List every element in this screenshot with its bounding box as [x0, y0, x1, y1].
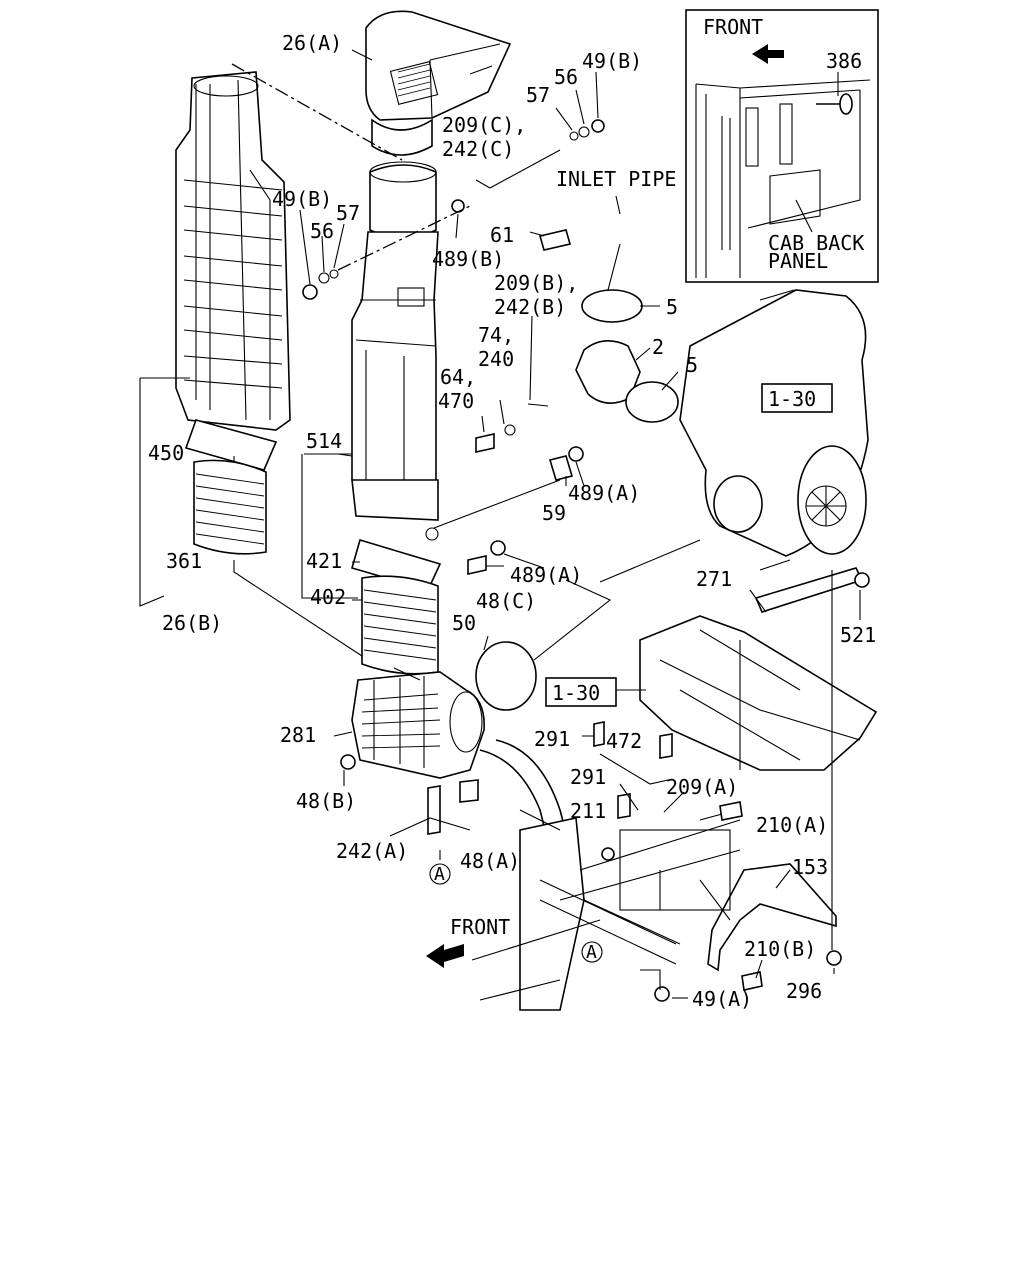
- ref-box-1-30-top: [761, 383, 833, 413]
- callout-209c: 209(C),: [442, 113, 526, 137]
- callout-48c: 48(C): [476, 589, 536, 613]
- inset-panel-label: PANEL: [768, 249, 828, 273]
- callout-ref-a-left: A: [434, 864, 445, 885]
- bracket-271: [754, 567, 864, 613]
- callout-521: 521: [840, 623, 876, 647]
- callout-48b: 48(B): [296, 789, 356, 813]
- callout-240: 240: [478, 347, 514, 371]
- callout-421: 421: [306, 549, 342, 573]
- callout-489b: 489(B): [432, 247, 504, 271]
- mounting-bracket-frame: [639, 567, 878, 972]
- callout-56-top: 56: [554, 65, 578, 89]
- callout-242c: 242(C): [442, 137, 514, 161]
- hose-and-clamps: [475, 289, 679, 711]
- callout-210a: 210(A): [756, 813, 828, 837]
- clamp-5-top: [581, 289, 643, 323]
- part-callouts: 26(A) 49(B) 56 57 209(C), 242(C) 49(B) 5…: [148, 31, 876, 1011]
- callout-281: 281: [280, 723, 316, 747]
- callout-489a-mid: 489(A): [568, 481, 640, 505]
- callout-front-bottom: FRONT: [450, 915, 510, 939]
- callout-242b: 242(B): [494, 295, 566, 319]
- callout-450: 450: [148, 441, 184, 465]
- inset-front-label: FRONT: [703, 15, 763, 39]
- callout-386: 386: [826, 49, 862, 73]
- callout-210b: 210(B): [744, 937, 816, 961]
- gasket-and-sleeve-parts: [184, 419, 442, 675]
- callout-211: 211: [570, 799, 606, 823]
- callout-59: 59: [542, 501, 566, 525]
- ref-box-1-30-mid: [545, 677, 617, 707]
- callout-514: 514: [306, 429, 342, 453]
- callout-242a: 242(A): [336, 839, 408, 863]
- callout-48a: 48(A): [460, 849, 520, 873]
- callout-49a: 49(A): [692, 987, 752, 1011]
- callout-470: 470: [438, 389, 474, 413]
- callout-296: 296: [786, 979, 822, 1003]
- callout-50: 50: [452, 611, 476, 635]
- cab-back-panel-inset: FRONT 386 CAB BACK PANEL: [685, 9, 879, 283]
- callout-209a: 209(A): [666, 775, 738, 799]
- front-arrow-icon: [426, 944, 464, 968]
- callout-153: 153: [792, 855, 828, 879]
- callout-64: 64,: [440, 365, 476, 389]
- callout-5-mid: 5: [686, 353, 698, 377]
- callout-inlet-pipe: INLET PIPE: [556, 167, 676, 191]
- ref-1-30-top: 1-30: [768, 387, 816, 411]
- callout-74: 74,: [478, 323, 514, 347]
- inset-front-arrow-icon: [752, 44, 784, 64]
- callout-26a: 26(A): [282, 31, 342, 55]
- callout-402: 402: [310, 585, 346, 609]
- callout-5-top: 5: [666, 295, 678, 319]
- callout-56-left: 56: [310, 219, 334, 243]
- chassis-frame-rail: [471, 739, 741, 1011]
- callout-209b: 209(B),: [494, 271, 578, 295]
- callout-271: 271: [696, 567, 732, 591]
- callout-489a-low: 489(A): [510, 563, 582, 587]
- callout-291-b: 291: [570, 765, 606, 789]
- intake-stack-assembly: [351, 10, 512, 541]
- callout-291-a: 291: [534, 727, 570, 751]
- inset-cab-back-label: CAB BACK: [768, 231, 864, 255]
- callout-57-left: 57: [336, 201, 360, 225]
- callout-49b-top: 49(B): [582, 49, 642, 73]
- left-intake-body: [175, 71, 291, 431]
- bracket-153: [707, 863, 837, 972]
- callout-57-top: 57: [526, 83, 550, 107]
- callout-26b: 26(B): [162, 611, 222, 635]
- callout-ref-a-bottom: A: [586, 942, 597, 963]
- leader-lines: [139, 49, 861, 999]
- callout-49b-left: 49(B): [272, 187, 332, 211]
- fasteners: [302, 119, 870, 1002]
- callout-472: 472: [606, 729, 642, 753]
- clamp-5-mid: [625, 381, 679, 423]
- ref-a-left-circle: [429, 863, 451, 885]
- centerline-1: [231, 63, 403, 161]
- ref-1-30-mid: 1-30: [552, 681, 600, 705]
- callout-2: 2: [652, 335, 664, 359]
- callout-361: 361: [166, 549, 202, 573]
- ref-a-bottom-circle: [581, 941, 603, 963]
- callout-61: 61: [490, 223, 514, 247]
- air-cleaner-assembly: [679, 289, 869, 557]
- precleaner-281: [351, 671, 485, 779]
- clamp-50: [475, 641, 537, 711]
